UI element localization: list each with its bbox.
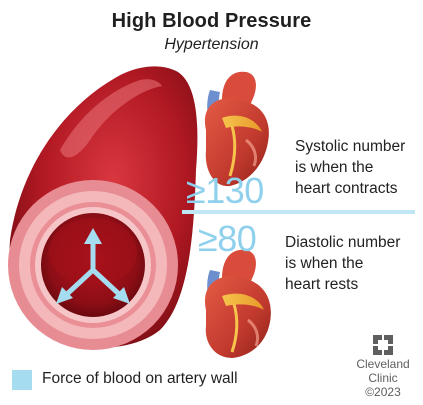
force-arrow-right (91, 268, 122, 297)
artery-illustration (8, 66, 198, 350)
diastolic-description: Diastolic number is when the heart rests (285, 234, 401, 293)
heart-top-sheen (245, 138, 258, 167)
heart-contracting-illustration (204, 71, 269, 187)
diastolic-value: ≥80 (198, 218, 257, 259)
copyright-text: ©2023 (365, 385, 401, 399)
page-subtitle: Hypertension (164, 36, 259, 53)
force-arrows (56, 228, 130, 304)
heart-top-fat (222, 115, 262, 132)
logo-text-cleveland: Cleveland (356, 357, 410, 371)
heart-resting-illustration (204, 249, 271, 358)
force-arrow-right-head (113, 287, 130, 304)
force-arrow-left (64, 268, 95, 297)
force-arrow-up-head (84, 228, 102, 244)
legend-label: Force of blood on artery wall (42, 370, 238, 387)
heart-bottom-sheen (247, 318, 260, 347)
page-title: High Blood Pressure (111, 10, 312, 32)
cleveland-clinic-logo-mark (373, 335, 393, 355)
artery-highlight (60, 79, 162, 158)
legend-swatch (12, 370, 32, 390)
systolic-value: ≥130 (186, 170, 264, 211)
systolic-description: Systolic number is when the heart contra… (295, 138, 406, 197)
force-arrow-left-head (56, 287, 73, 304)
heart-top-coronary (228, 125, 237, 177)
heart-bottom-coronary (230, 303, 239, 353)
heart-bottom-fat (222, 293, 264, 310)
logo-text-clinic: Clinic (368, 371, 398, 385)
heart-top-body (204, 98, 269, 187)
